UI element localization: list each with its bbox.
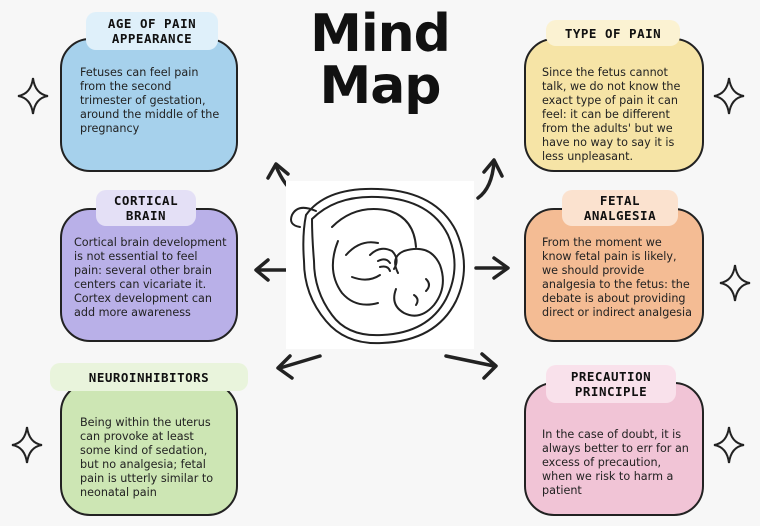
label-precaution-principle-line1: PRECAUTION: [570, 369, 652, 384]
label-precaution-principle-line2: PRINCIPLE: [574, 384, 648, 399]
card-type-of-pain: Since the fetus cannot talk, we do not k…: [524, 38, 704, 172]
sparkle-icon: [713, 77, 745, 115]
sparkle-icon: [17, 77, 49, 115]
card-neuroinhibitors-text: Being within the uterus can provoke at l…: [80, 416, 214, 499]
label-cortical-brain: CORTICAL BRAIN: [96, 190, 196, 226]
label-age-of-pain-line1: AGE OF PAIN: [107, 16, 197, 31]
label-age-of-pain-line2: APPEARANCE: [111, 31, 193, 46]
card-precaution-principle-text: In the case of doubt, it is always bette…: [542, 428, 689, 497]
label-fetal-analgesia-line1: FETAL: [599, 193, 641, 208]
card-cortical-brain-text: Cortical brain development is not essent…: [74, 236, 227, 319]
label-type-of-pain-line1: TYPE OF PAIN: [564, 25, 662, 41]
card-age-of-pain: Fetuses can feel pain from the second tr…: [60, 38, 238, 172]
label-fetal-analgesia: FETAL ANALGESIA: [562, 190, 678, 226]
fetus-illustration: [290, 187, 465, 345]
card-type-of-pain-text: Since the fetus cannot talk, we do not k…: [542, 66, 681, 163]
card-age-of-pain-text: Fetuses can feel pain from the second tr…: [80, 66, 220, 135]
label-type-of-pain: TYPE OF PAIN: [546, 20, 680, 46]
sparkle-icon: [719, 264, 751, 302]
label-cortical-brain-line2: BRAIN: [125, 208, 167, 223]
label-precaution-principle: PRECAUTION PRINCIPLE: [546, 365, 676, 403]
sparkle-icon: [11, 426, 43, 464]
card-fetal-analgesia-text: From the moment we know fetal pain is li…: [542, 236, 692, 319]
sparkle-icon: [713, 426, 745, 464]
card-precaution-principle: In the case of doubt, it is always bette…: [524, 382, 704, 516]
title-map: Map: [319, 56, 441, 116]
card-fetal-analgesia: From the moment we know fetal pain is li…: [524, 208, 704, 342]
card-cortical-brain: Cortical brain development is not essent…: [60, 208, 238, 342]
label-neuroinhibitors: NEUROINHIBITORS: [50, 363, 248, 391]
card-neuroinhibitors: Being within the uterus can provoke at l…: [60, 382, 238, 516]
label-fetal-analgesia-line2: ANALGESIA: [583, 208, 657, 223]
label-age-of-pain: AGE OF PAIN APPEARANCE: [86, 12, 218, 50]
title-mind: Mind: [310, 4, 451, 64]
label-neuroinhibitors-line1: NEUROINHIBITORS: [88, 369, 210, 385]
label-cortical-brain-line1: CORTICAL: [113, 193, 179, 208]
